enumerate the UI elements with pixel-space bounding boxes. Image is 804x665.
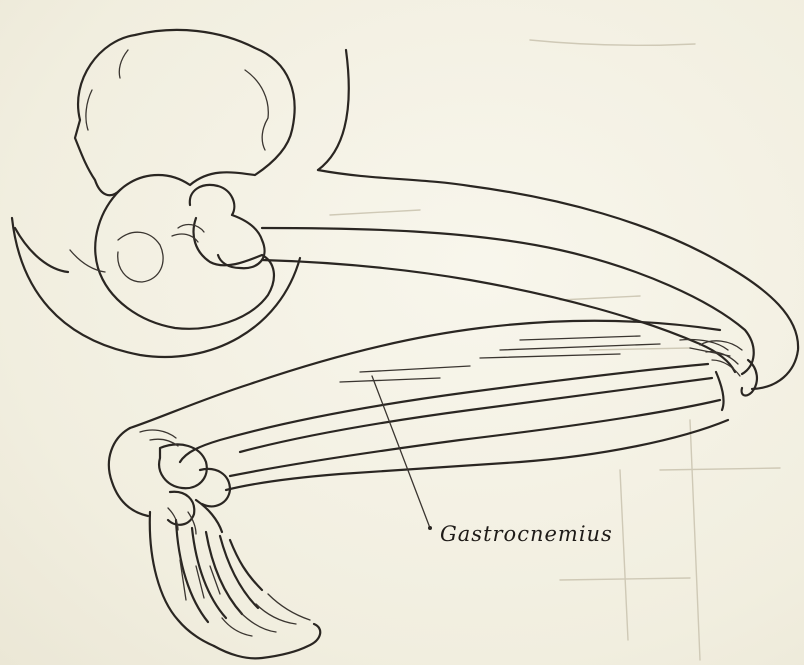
femur-shaft [262, 228, 754, 374]
ankle-bones [159, 444, 230, 524]
pubis-ischium [95, 190, 274, 329]
buttock-contour [12, 218, 300, 357]
gastrocnemius-label: Gastrocnemius [440, 522, 613, 546]
heel [109, 428, 148, 516]
foot-bones [150, 508, 320, 658]
femur-head [190, 185, 265, 268]
back-contour [318, 50, 349, 170]
hip-bone [75, 30, 295, 195]
shin-outline [226, 420, 728, 490]
femur-shaft-lower [262, 260, 735, 372]
